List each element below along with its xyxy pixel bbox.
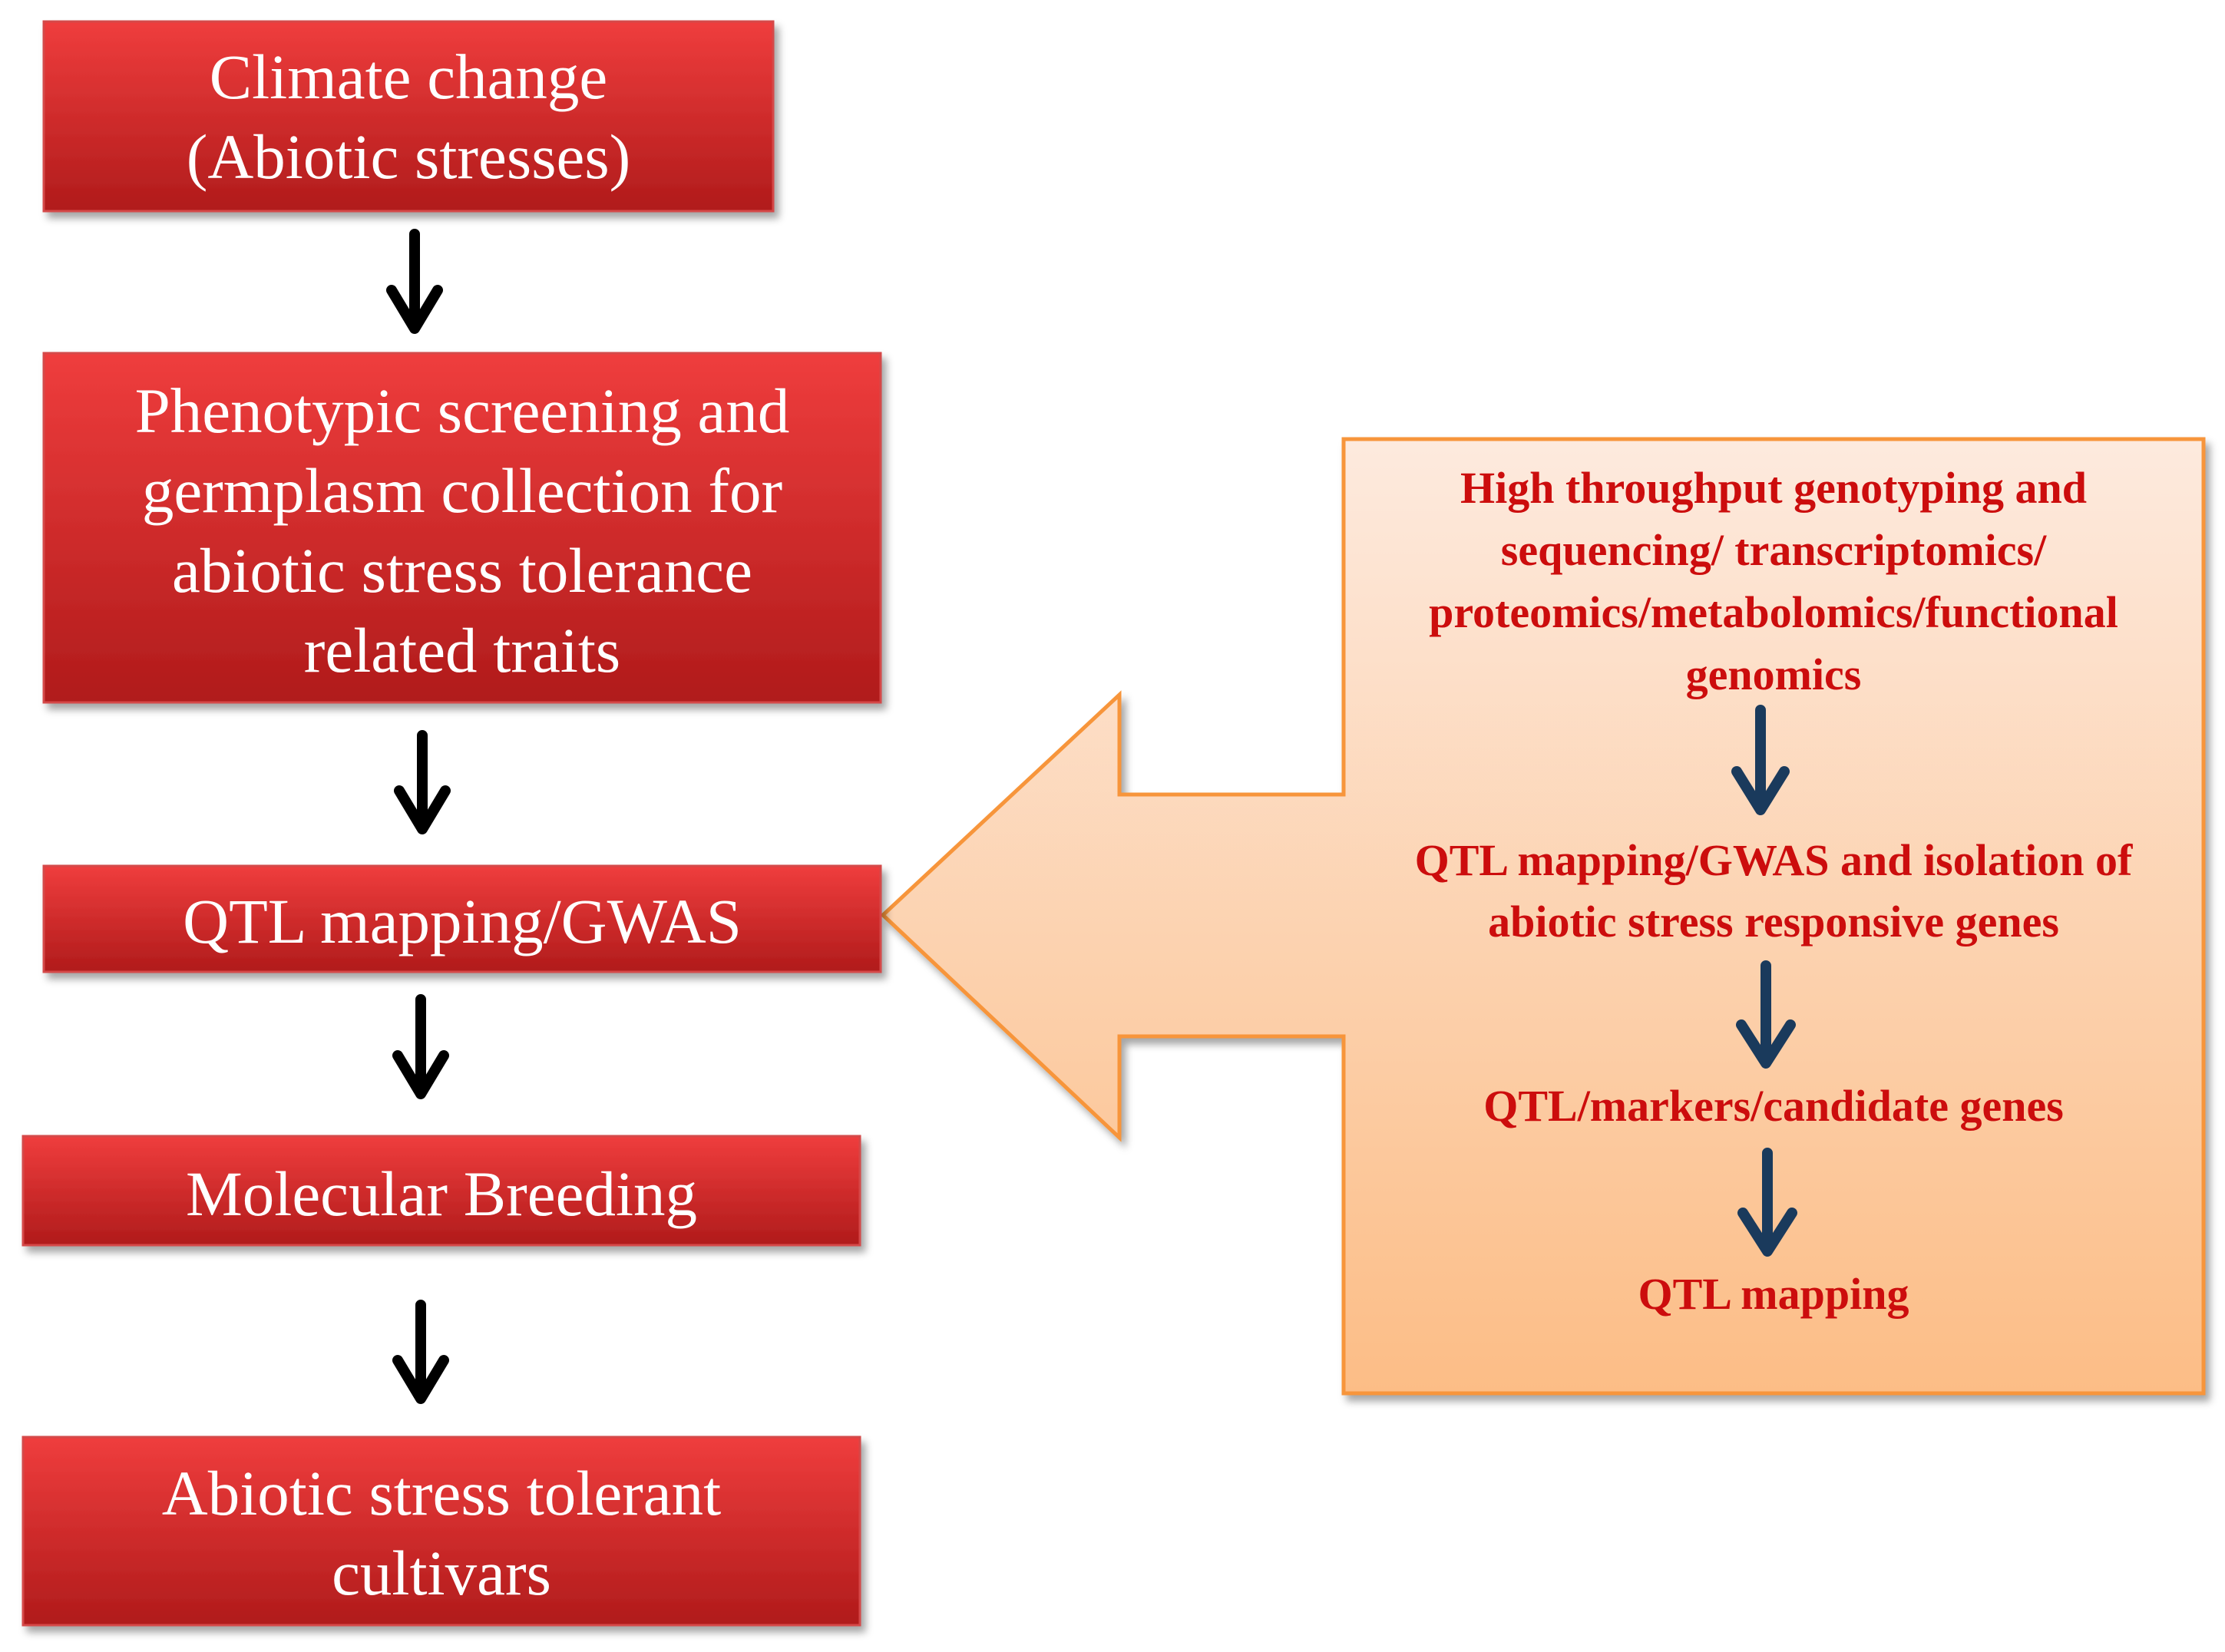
down-arrow-icon [1737, 1148, 1797, 1257]
right-step-1-line-3: proteomics/metabolomics/functional [1429, 587, 2118, 637]
down-arrow-icon [392, 994, 449, 1099]
right-step-2: QTL mapping/GWAS and isolation of abioti… [1415, 835, 2133, 947]
flow-box-climate-change: Climate change (Abiotic stresses) [42, 20, 775, 213]
flow-box-3-line-1: QTL mapping/GWAS [183, 886, 742, 957]
right-step-2-line-1: QTL mapping/GWAS and isolation of [1415, 835, 2133, 885]
flow-box-5-line-2: cultivars [332, 1538, 551, 1608]
right-step-1-line-1: High throughput genotyping and [1460, 463, 2087, 513]
right-step-1: High throughput genotyping and sequencin… [1429, 463, 2118, 699]
down-arrow-icon [392, 1300, 449, 1404]
flow-box-tolerant-cultivars: Abiotic stress tolerant cultivars [21, 1436, 861, 1627]
right-step-4: QTL mapping [1638, 1269, 1909, 1319]
flow-box-2-line-4: related traits [304, 615, 621, 686]
big-left-arrow-shape [880, 437, 2206, 1396]
flow-box-2-line-3: abiotic stress tolerance [172, 535, 752, 606]
flow-box-1-line-2: (Abiotic stresses) [187, 121, 631, 192]
right-step-1-line-2: sequencing/ transcriptomics/ [1501, 525, 2047, 575]
flow-box-4-line-1: Molecular Breeding [186, 1158, 697, 1229]
flow-box-2-line-1: Phenotypic screening and [135, 375, 790, 446]
right-step-3: QTL/markers/candidate genes [1483, 1081, 2064, 1131]
down-arrow-icon [1736, 960, 1796, 1069]
right-step-2-line-2: abiotic stress responsive genes [1488, 897, 2059, 947]
flow-box-1-line-1: Climate change [210, 41, 608, 112]
down-arrow-icon [386, 229, 443, 334]
right-step-4-line-1: QTL mapping [1638, 1269, 1909, 1319]
flow-box-qtl-mapping: QTL mapping/GWAS [42, 864, 882, 973]
research-pipeline-panel [880, 437, 2206, 1396]
down-arrow-icon [394, 730, 451, 834]
flow-box-phenotypic-screening: Phenotypic screening and germplasm colle… [42, 352, 882, 704]
flow-box-5-line-1: Abiotic stress tolerant [162, 1458, 721, 1528]
flow-box-2-line-2: germplasm collection for [142, 455, 782, 526]
down-arrow-icon [1731, 705, 1790, 815]
right-step-3-line-1: QTL/markers/candidate genes [1483, 1081, 2064, 1131]
right-step-1-line-4: genomics [1686, 649, 1862, 699]
flow-box-molecular-breeding: Molecular Breeding [21, 1135, 861, 1247]
